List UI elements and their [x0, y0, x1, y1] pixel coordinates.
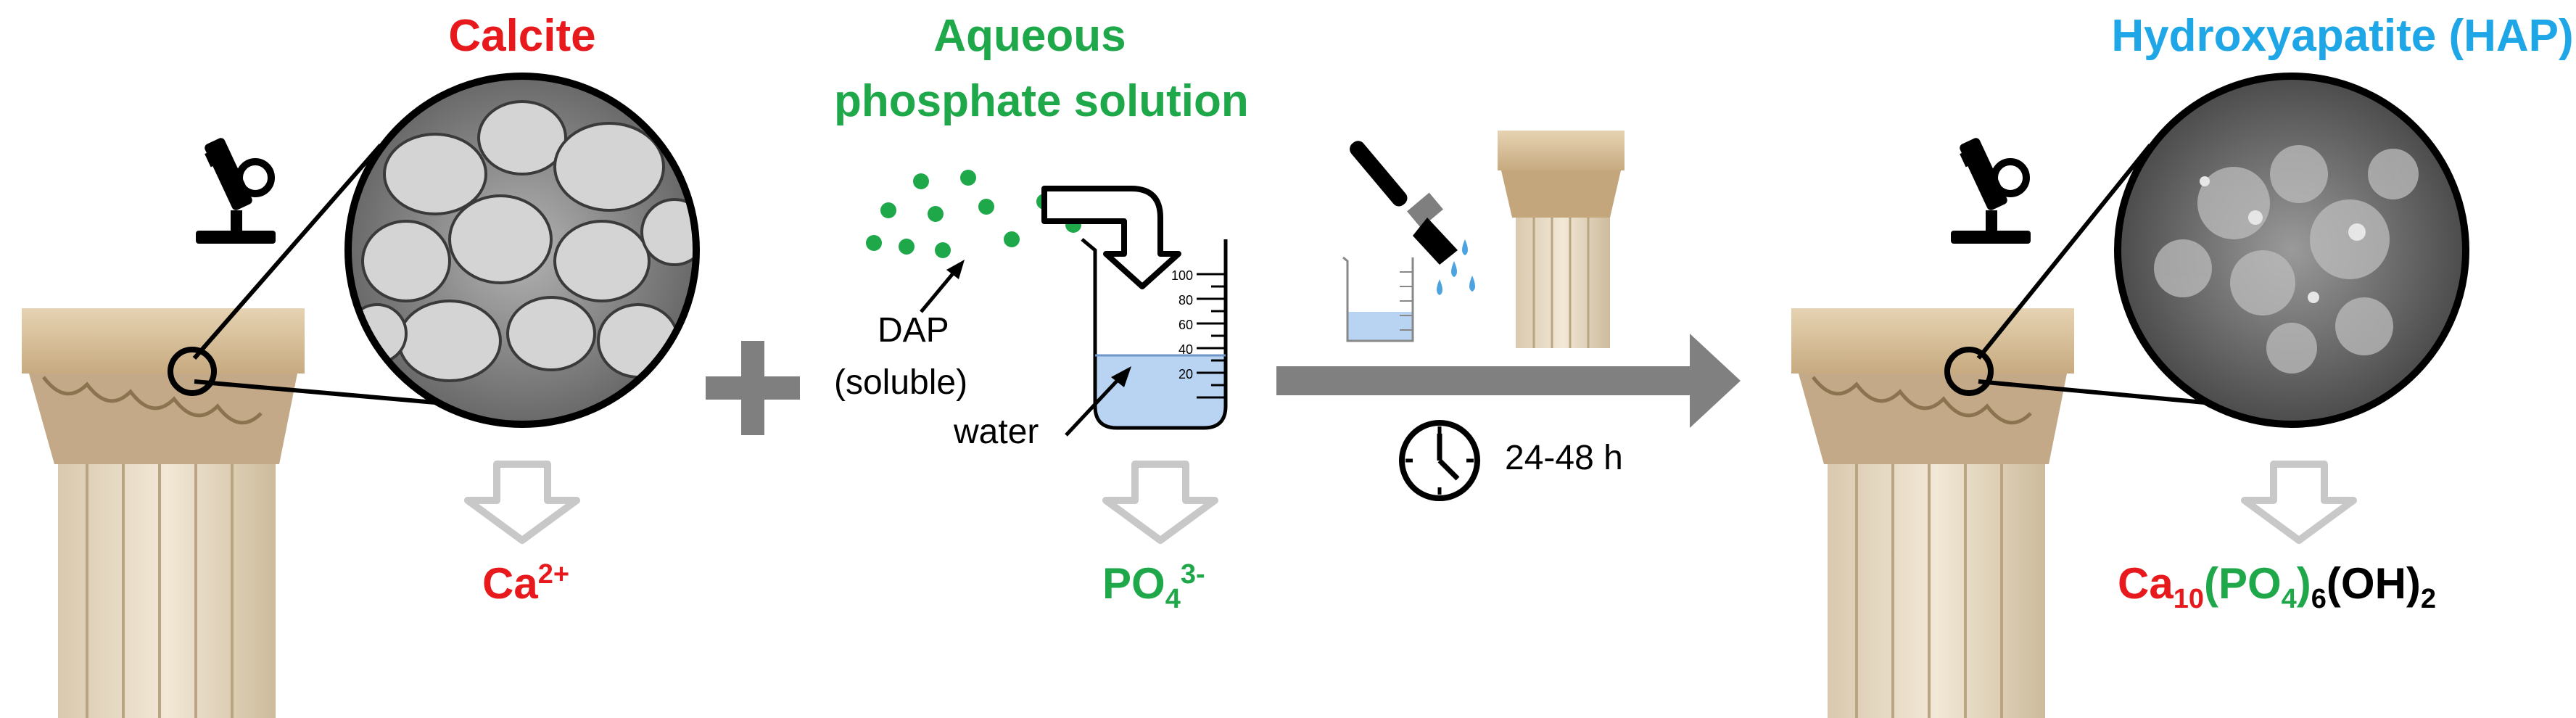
reaction-arrow-icon — [1276, 334, 1741, 428]
phosphate-charge: 3- — [1180, 559, 1205, 590]
paint-brush-icon — [1350, 141, 1475, 295]
time-label: 24-48 h — [1505, 439, 1623, 477]
calcite-sem-image — [344, 73, 700, 428]
hap-formula-oh: (OH) — [2326, 559, 2421, 608]
hap-formula-po-sub: 4 — [2281, 584, 2297, 614]
hap-title: Hydroxyapatite (HAP) — [2111, 11, 2574, 61]
dap-label: DAP — [878, 311, 949, 350]
beaker-scale-80: 80 — [1178, 293, 1193, 308]
microscope-icon — [196, 138, 276, 244]
down-arrow-icon — [2241, 461, 2357, 544]
water-label: water — [954, 413, 1039, 451]
calcium-ion-label: Ca2+ — [482, 558, 569, 608]
calcite-title: Calcite — [448, 11, 596, 61]
phosphate-symbol: PO — [1102, 559, 1165, 608]
pour-arrow-icon — [1041, 186, 1181, 289]
hap-formula: Ca10(PO4)6(OH)2 — [2118, 558, 2436, 615]
hap-column — [1791, 308, 2074, 718]
plus-icon — [706, 341, 800, 435]
solution-title-line2: phosphate solution — [834, 76, 1249, 126]
hap-formula-ca: Ca — [2118, 559, 2174, 608]
calcite-zoom-lines — [168, 144, 436, 405]
down-arrow-icon — [1102, 461, 1218, 544]
hap-formula-ca-sub: 10 — [2173, 584, 2204, 614]
beaker-scale-60: 60 — [1178, 318, 1193, 332]
hap-zoom-lines — [1944, 144, 2205, 405]
beaker-scale-100: 100 — [1171, 268, 1193, 283]
microscope-icon — [1951, 138, 2031, 244]
dap-soluble-label: (soluble) — [834, 363, 968, 402]
calcite-column — [22, 308, 305, 718]
beaker-scale-40: 40 — [1178, 342, 1193, 357]
hap-formula-po-close: ) — [2296, 559, 2311, 608]
down-arrow-icon — [464, 461, 580, 544]
calcium-charge: 2+ — [537, 559, 570, 590]
solution-title-line1: Aqueous — [933, 11, 1126, 61]
hap-formula-po: (PO — [2203, 559, 2282, 608]
beaker-scale-20: 20 — [1178, 367, 1193, 381]
hap-sem-image — [2114, 73, 2469, 428]
hap-formula-oh-sub: 2 — [2420, 584, 2437, 614]
small-beaker-icon — [1342, 256, 1414, 342]
water-pointer-arrow — [1065, 366, 1131, 437]
phosphate-ion-label: PO43- — [1102, 558, 1205, 615]
calcium-symbol: Ca — [482, 559, 538, 608]
dap-pointer-arrow — [920, 260, 965, 313]
treated-column-thumbnail — [1498, 131, 1625, 348]
hap-formula-po-mult: 6 — [2311, 584, 2327, 614]
phosphate-subscript: 4 — [1165, 584, 1181, 614]
clock-icon — [1399, 420, 1480, 501]
